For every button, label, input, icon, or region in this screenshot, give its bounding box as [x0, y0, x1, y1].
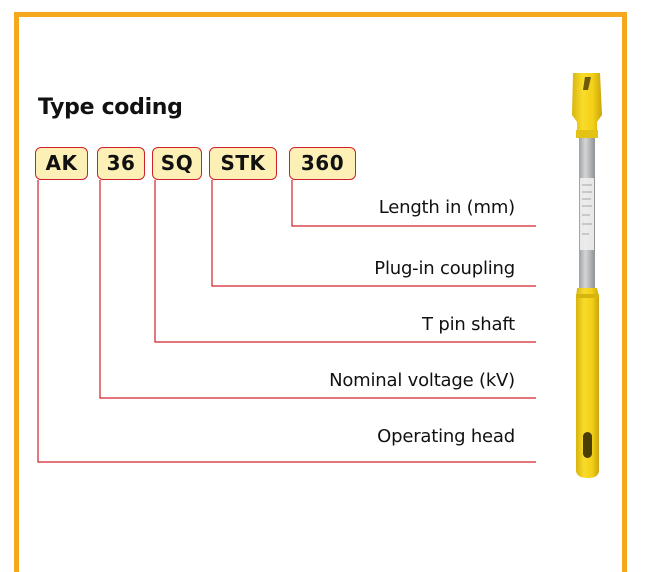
leader-line-length	[291, 180, 536, 227]
label-plug-in-coupling: Plug-in coupling	[374, 258, 515, 279]
diagram-title: Type coding	[38, 95, 183, 120]
rod-operating-head	[572, 73, 602, 135]
rod-collar	[576, 130, 598, 138]
code-plug-in-coupling: STK	[209, 147, 277, 180]
rod-head-slot	[583, 77, 591, 90]
label-operating-head: Operating head	[377, 426, 515, 447]
label-length: Length in (mm)	[378, 197, 515, 218]
leader-line-t-pin-shaft	[154, 180, 536, 343]
rod-yellow-grip	[576, 288, 599, 478]
leader-line-nominal-voltage	[99, 180, 536, 399]
code-nominal-voltage: 36	[97, 147, 145, 180]
rod-grip-slot	[583, 432, 592, 458]
label-t-pin-shaft: T pin shaft	[422, 314, 515, 335]
code-operating-head: AK	[35, 147, 88, 180]
code-length: 360	[289, 147, 356, 180]
rod-label-sticker	[580, 178, 594, 250]
leader-line-plug-in-coupling	[211, 180, 536, 287]
diagram-frame	[14, 12, 627, 572]
rod-label-text-lines	[582, 184, 592, 235]
rod-grip-band	[576, 294, 599, 298]
rod-product-image	[572, 73, 602, 478]
label-nominal-voltage: Nominal voltage (kV)	[329, 370, 515, 391]
code-t-pin-shaft: SQ	[152, 147, 202, 180]
leader-line-operating-head	[37, 180, 536, 463]
leader-lines	[37, 180, 536, 463]
